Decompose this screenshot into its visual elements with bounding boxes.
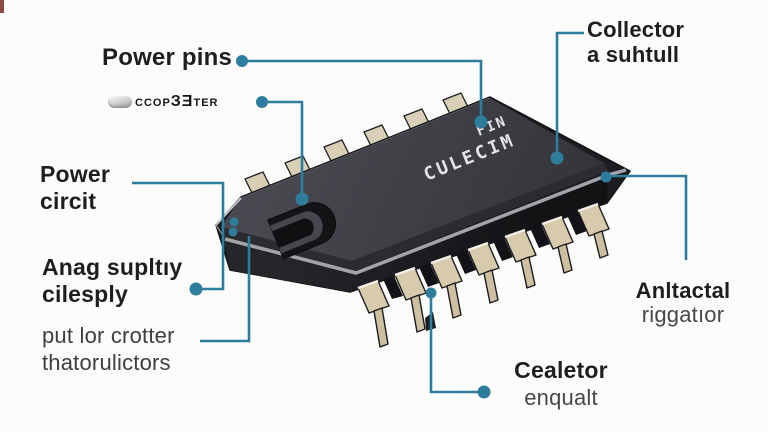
label-line1: Anag supltıy	[42, 254, 183, 280]
callout-dot	[425, 287, 437, 299]
chip-notch	[267, 202, 337, 260]
front-pin	[430, 254, 463, 319]
label-power-circit: Power circit	[40, 161, 110, 215]
front-pin	[541, 215, 574, 274]
label-line1: Power	[40, 161, 111, 187]
label-line2: circit	[40, 188, 97, 214]
image-corner-artifact	[0, 0, 4, 13]
callout-line-put-lor	[200, 236, 251, 343]
callout-dot	[228, 227, 238, 237]
label-line2: cilesply	[42, 281, 128, 307]
front-pin	[357, 279, 390, 348]
callout-dot	[600, 171, 612, 183]
callout-line-anltactal	[610, 174, 688, 260]
callout-line-power-circit	[132, 181, 225, 291]
label-text: Power pins	[102, 44, 233, 71]
label-line1: Collector	[587, 17, 685, 42]
label-line2: thatorulictors	[42, 350, 171, 375]
chip-front-teeth	[383, 211, 587, 299]
callout-lines	[132, 31, 688, 394]
front-pin	[504, 228, 537, 289]
label-analog-supply: Anag supltıy cilesply	[42, 254, 182, 308]
callout-dot	[477, 385, 491, 399]
label-line1: Anltactal	[635, 278, 731, 303]
label-collector: Collector a suhtull	[587, 17, 684, 67]
callout-dot	[550, 151, 564, 165]
label-line2: riggatıor	[641, 302, 725, 327]
callout-line-collector	[555, 31, 584, 157]
callout-dot	[229, 217, 239, 227]
capsule-icon	[108, 95, 132, 108]
callout-dots	[189, 55, 612, 399]
label-power-pins: Power pins	[102, 44, 232, 71]
front-pin	[577, 202, 610, 259]
callout-line-coupler	[262, 100, 304, 199]
label-line2: enqualt	[524, 385, 598, 410]
chip-body: FIN CULECIM	[215, 96, 631, 293]
callout-dot	[474, 115, 488, 129]
callout-line-power-pins	[242, 59, 483, 122]
chip-front-pins	[357, 202, 610, 348]
label-line1: Cealetor	[514, 357, 608, 383]
label-anltactal: Anltactal riggatıor	[628, 279, 738, 327]
callout-dot	[236, 55, 248, 67]
front-pin	[394, 266, 427, 333]
callout-dot	[295, 192, 309, 206]
label-line2: a suhtull	[587, 42, 680, 67]
label-put-lor: put lor crotter thatorulictors	[42, 322, 175, 376]
callout-dot	[256, 96, 268, 108]
label-cealetor: Cealetor enqualt	[506, 357, 616, 411]
label-coupler: ccopЗƎter	[108, 88, 218, 115]
label-text: ccopЗƎter	[135, 93, 219, 110]
callout-dot	[189, 282, 203, 296]
front-pin	[467, 241, 500, 304]
label-line1: put lor crotter	[42, 323, 175, 348]
callout-line-cealetor	[429, 293, 484, 394]
